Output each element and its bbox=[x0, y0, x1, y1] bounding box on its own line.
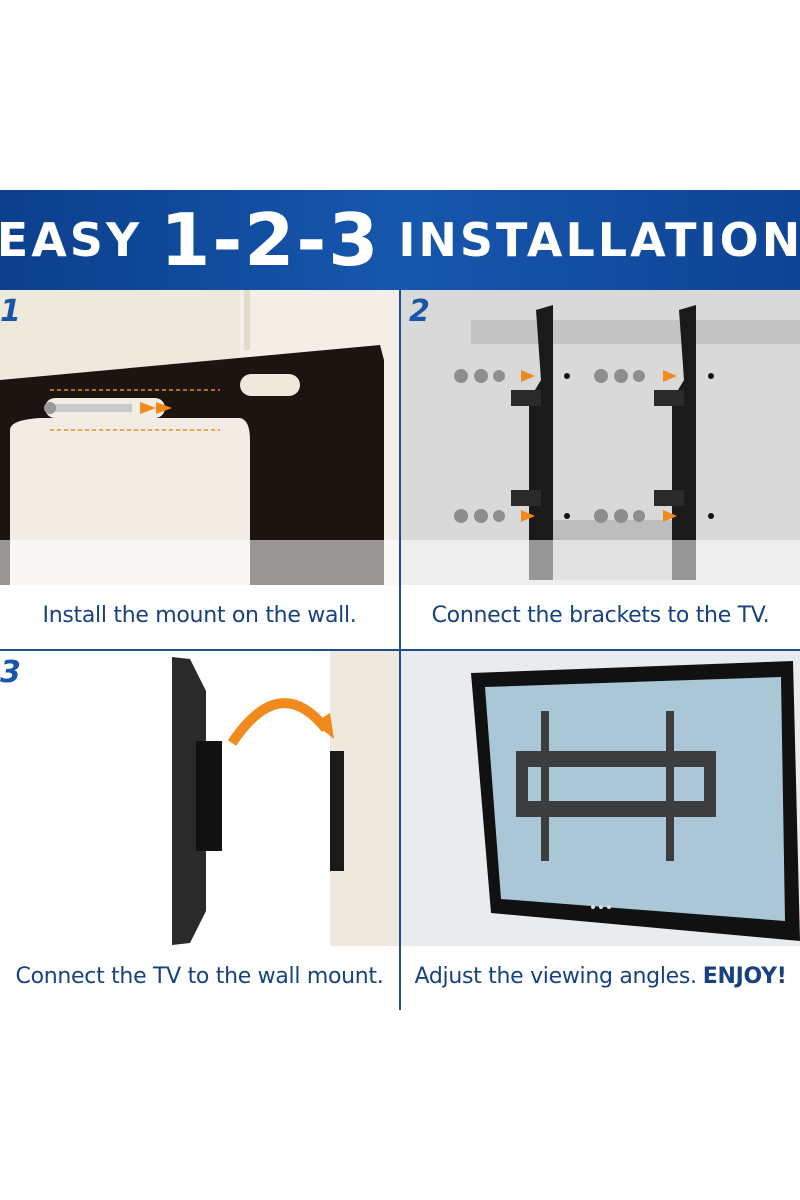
caption-step-1: Install the mount on the wall. bbox=[42, 602, 357, 628]
wall-mount-photo bbox=[0, 290, 399, 585]
tv-hanging-photo bbox=[0, 651, 399, 946]
caption-step-4-text: Adjust the viewing angles. bbox=[414, 963, 698, 989]
tv-brackets-photo bbox=[401, 290, 800, 585]
caption-step-4: Adjust the viewing angles.ENJOY! bbox=[401, 956, 800, 996]
caption-step-3: Connect the TV to the wall mount. bbox=[15, 963, 384, 989]
banner-title: EASY 1-2-3 INSTALLATION bbox=[0, 190, 800, 290]
step-number-2: 2 bbox=[409, 294, 430, 329]
banner-word-installation: INSTALLATION bbox=[398, 213, 800, 267]
banner-steps: 1-2-3 bbox=[160, 198, 381, 282]
header-banner: EASY 1-2-3 INSTALLATION bbox=[0, 190, 800, 290]
mounted-tv-photo bbox=[401, 651, 800, 946]
step-panel-2: 2 Connect the brackets to the TV. bbox=[401, 290, 800, 649]
curved-arrow-icon bbox=[227, 698, 330, 746]
grid-divider-horizontal bbox=[0, 649, 800, 651]
step-number-1: 1 bbox=[0, 294, 21, 329]
step-panel-1: 1 Install the mount on the wall. bbox=[0, 290, 399, 649]
step-number-3: 3 bbox=[0, 655, 21, 690]
screw-icon bbox=[44, 402, 132, 414]
step-panel-4: Adjust the viewing angles.ENJOY! bbox=[401, 651, 800, 1010]
step-panel-3: 3 Connect the TV to the wall mount. bbox=[0, 651, 399, 1010]
banner-word-easy: EASY bbox=[0, 213, 143, 267]
caption-step-2: Connect the brackets to the TV. bbox=[431, 602, 770, 628]
arrow-icon bbox=[140, 402, 172, 414]
washer-icon bbox=[454, 369, 645, 523]
caption-step-4-enjoy: ENJOY! bbox=[702, 963, 787, 989]
